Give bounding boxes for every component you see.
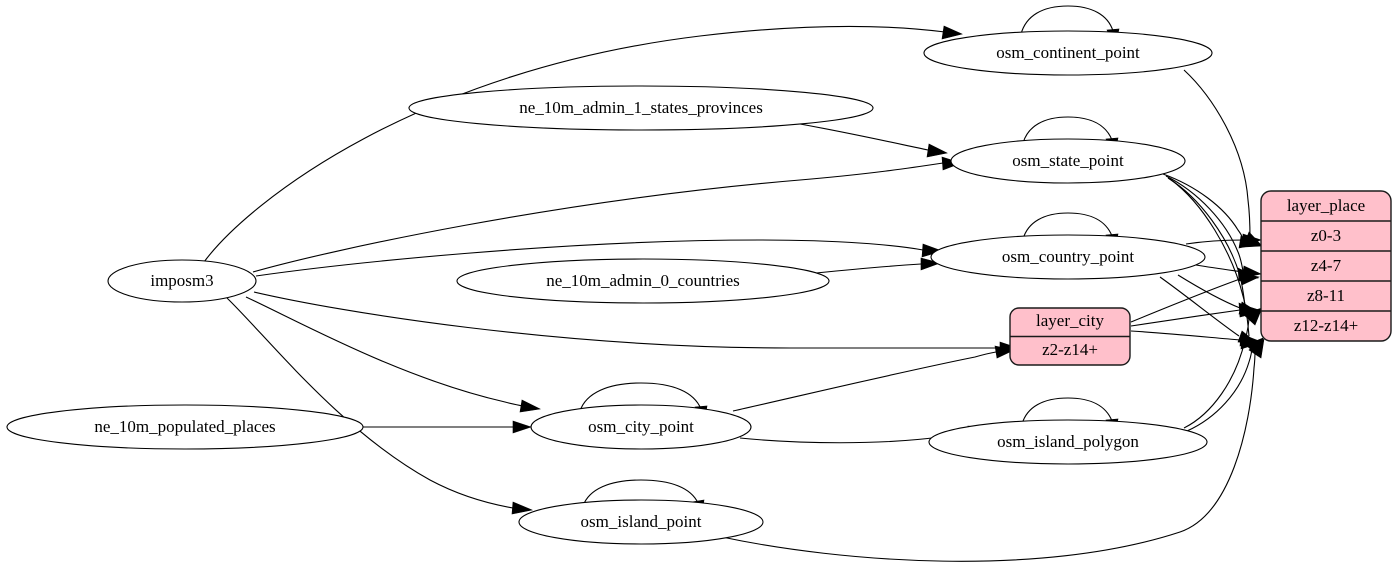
edge-osm-island-point-to-layer-place-z12-z14 [721, 338, 1265, 562]
edge-osm-continent-point-to-layer-place-z0-3 [1183, 69, 1263, 248]
record-row-layer-place-z8-11[interactable]: z8-11 [1307, 286, 1345, 305]
record-row-layer-place-z0-3[interactable]: z0-3 [1311, 226, 1341, 245]
record-layer: layer_city z2-z14+ layer_place z0-3 z4-7… [1009, 190, 1392, 366]
node-label-osm-city-point: osm_city_point [588, 417, 694, 436]
node-imposm3[interactable]: imposm3 [107, 259, 257, 303]
edge-layer-city-to-layer-place-z4-7 [1130, 272, 1260, 323]
edge-imposm3-to-osm-state-point [252, 156, 962, 273]
edge-imposm3-to-osm-island-point [226, 297, 534, 515]
edge-ne-populated-to-osm-city-point [363, 420, 532, 434]
node-label-osm-country-point: osm_country_point [1002, 247, 1134, 266]
node-osm-island-polygon[interactable]: osm_island_polygon [928, 419, 1208, 465]
edge-osm-city-point-to-layer-city [732, 345, 1015, 412]
node-label-ne-countries: ne_10m_admin_0_countries [546, 271, 740, 290]
record-row-layer-place-title: layer_place [1287, 196, 1365, 215]
node-label-osm-state-point: osm_state_point [1012, 151, 1124, 170]
node-ne-10m-admin-1-states-provinces[interactable]: ne_10m_admin_1_states_provinces [408, 85, 874, 131]
node-label-osm-continent-point: osm_continent_point [996, 43, 1140, 62]
node-layer: imposm3 ne_10m_admin_1_states_provinces … [6, 30, 1213, 545]
edge-osm-country-point-to-layer-place-z0-3 [1185, 233, 1262, 247]
node-ne-10m-populated-places[interactable]: ne_10m_populated_places [6, 404, 364, 450]
node-ne-10m-admin-0-countries[interactable]: ne_10m_admin_0_countries [456, 258, 830, 304]
record-row-layer-place-z4-7[interactable]: z4-7 [1311, 256, 1342, 275]
node-osm-continent-point[interactable]: osm_continent_point [923, 30, 1213, 76]
edge-imposm3-to-osm-continent-point [203, 25, 963, 263]
edge-osm-island-polygon-to-layer-place-z8-11 [1183, 307, 1263, 429]
record-row-layer-city-z2-z14[interactable]: z2-z14+ [1042, 340, 1098, 359]
edge-imposm3-to-osm-city-point [245, 296, 541, 413]
edge-ne-states-to-osm-state-point [799, 123, 948, 158]
node-label-imposm3: imposm3 [150, 271, 213, 290]
node-label-ne-states: ne_10m_admin_1_states_provinces [519, 98, 763, 117]
record-row-layer-city-title: layer_city [1036, 311, 1104, 330]
node-osm-country-point[interactable]: osm_country_point [930, 234, 1206, 280]
node-label-osm-island-point: osm_island_point [581, 512, 702, 531]
record-row-layer-place-z12-z14[interactable]: z12-z14+ [1294, 316, 1358, 335]
edge-ne-countries-to-osm-country-point [815, 257, 941, 274]
record-node-layer-place[interactable]: layer_place z0-3 z4-7 z8-11 z12-z14+ [1260, 190, 1392, 342]
node-osm-city-point[interactable]: osm_city_point [530, 404, 752, 450]
record-node-layer-city[interactable]: layer_city z2-z14+ [1009, 307, 1131, 366]
node-osm-state-point[interactable]: osm_state_point [950, 138, 1186, 184]
node-label-ne-populated: ne_10m_populated_places [94, 417, 275, 436]
node-osm-island-point[interactable]: osm_island_point [518, 499, 764, 545]
node-label-osm-island-polygon: osm_island_polygon [997, 432, 1139, 451]
